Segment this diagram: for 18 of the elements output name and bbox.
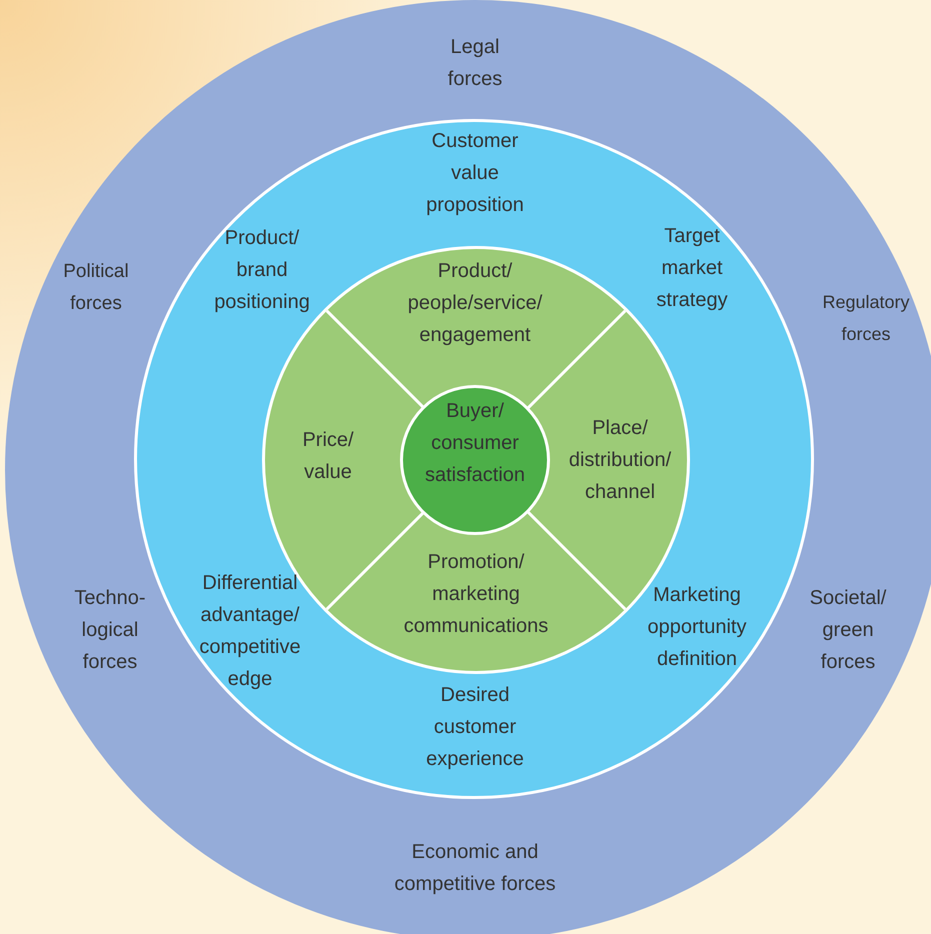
ring-label: Target market strategy — [655, 224, 729, 313]
ring-label: Differential advantage/ competitive edge — [198, 571, 302, 692]
ring-label: Promotion/ marketing communications — [402, 550, 550, 639]
ring-label: Techno- logical forces — [73, 586, 147, 675]
ring-label: Legal forces — [446, 35, 504, 92]
ring-label: Price/ value — [301, 428, 355, 485]
ring-label: Societal/ green forces — [808, 586, 888, 675]
ring-label: Regulatory forces — [821, 291, 911, 346]
ring-label: Product/ people/service/ engagement — [406, 259, 544, 348]
ring-label: Economic and competitive forces — [393, 840, 557, 897]
ring-label: Desired customer experience — [425, 683, 525, 772]
ring-label: Customer value proposition — [425, 129, 525, 218]
ring-label: Place/ distribution/ channel — [568, 416, 672, 505]
ring-label: Marketing opportunity definition — [646, 583, 748, 672]
ring-label: Buyer/ consumer satisfaction — [424, 399, 526, 488]
outer-ring — [5, 0, 931, 934]
ring-label: Political forces — [62, 260, 130, 316]
ring-label: Product/ brand positioning — [213, 226, 311, 315]
